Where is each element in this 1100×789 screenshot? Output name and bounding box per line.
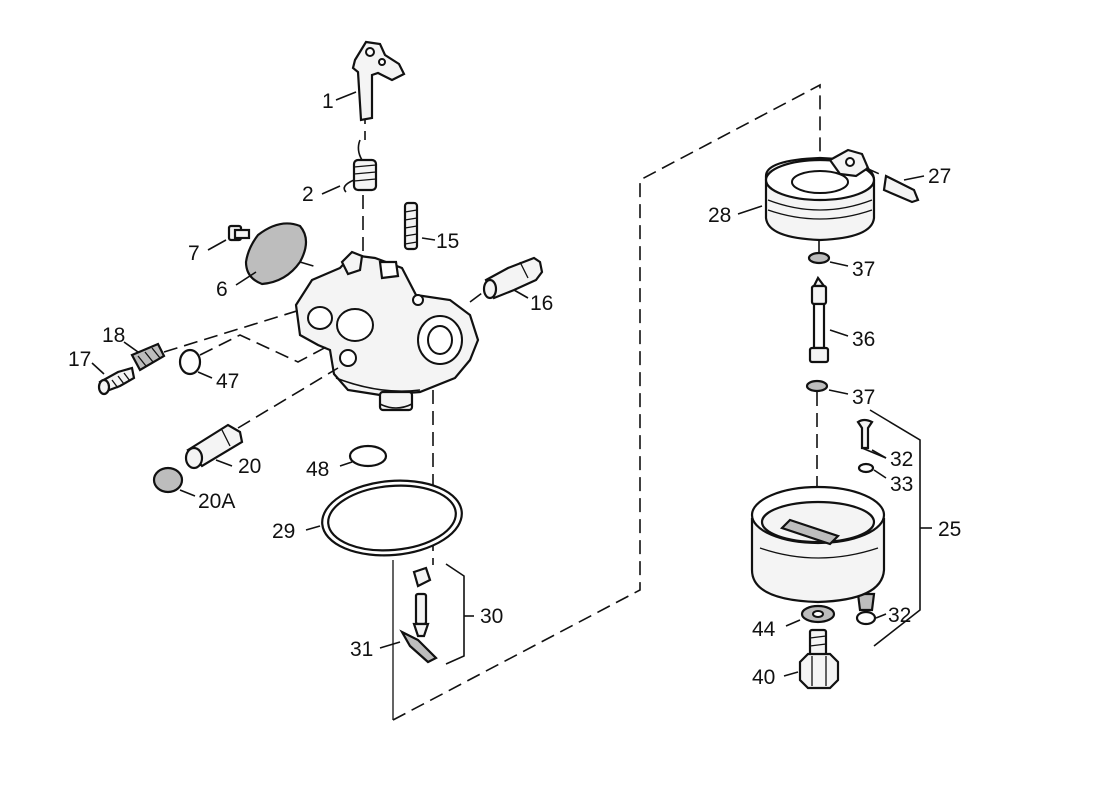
label-18: 18 xyxy=(102,324,125,347)
part-6-cover-plate xyxy=(235,222,321,286)
part-47-o-ring xyxy=(178,334,329,379)
part-2-spring xyxy=(321,139,378,195)
part-labels: 1 2 7 6 15 16 18 17 47 20 20A 48 29 30 3… xyxy=(68,90,961,689)
label-16: 16 xyxy=(530,292,553,315)
part-48-washer xyxy=(339,444,388,468)
label-44: 44 xyxy=(752,618,776,641)
part-20a-plug xyxy=(152,466,196,497)
label-32-upper: 32 xyxy=(890,448,913,471)
label-25: 25 xyxy=(938,518,961,541)
label-36: 36 xyxy=(852,328,875,351)
part-28-float xyxy=(737,148,876,242)
label-33: 33 xyxy=(890,473,913,496)
label-6: 6 xyxy=(216,278,228,301)
label-31: 31 xyxy=(350,638,373,661)
part-44-bowl-washer xyxy=(785,604,836,627)
label-30: 30 xyxy=(480,605,503,628)
label-20: 20 xyxy=(238,455,261,478)
part-30-31-inlet-needle xyxy=(379,563,474,665)
label-47: 47 xyxy=(216,370,239,393)
label-7: 7 xyxy=(188,242,200,265)
label-29: 29 xyxy=(272,520,295,543)
label-15: 15 xyxy=(436,230,459,253)
part-29-gasket xyxy=(305,479,463,557)
part-17-18-mixture-screw xyxy=(91,309,301,396)
label-37-lower: 37 xyxy=(852,386,875,409)
part-36-jet-tube xyxy=(808,275,849,364)
label-48: 48 xyxy=(306,458,329,481)
label-2: 2 xyxy=(302,183,314,206)
part-27-hinge-pin xyxy=(865,167,925,204)
part-40-bowl-nut xyxy=(783,628,840,690)
part-1-throttle-lever xyxy=(335,40,406,122)
label-27: 27 xyxy=(928,165,951,188)
part-37-washer-upper xyxy=(807,240,849,267)
label-20a: 20A xyxy=(198,490,235,513)
carburetor-body xyxy=(294,250,480,412)
part-16-fuel-inlet xyxy=(469,256,544,303)
part-37-washer-lower xyxy=(805,379,849,500)
part-32-33-drain-valve xyxy=(855,409,932,647)
part-20-main-jet xyxy=(184,367,339,470)
assembly-boundary-lines xyxy=(362,83,821,721)
part-25-float-bowl xyxy=(750,485,886,604)
label-37-upper: 37 xyxy=(852,258,875,281)
part-15-idle-screw xyxy=(403,201,436,251)
label-40: 40 xyxy=(752,666,775,689)
part-7-screw xyxy=(207,224,251,251)
label-28: 28 xyxy=(708,204,731,227)
label-17: 17 xyxy=(68,348,91,371)
label-32-lower: 32 xyxy=(888,604,911,627)
label-1: 1 xyxy=(322,90,334,113)
